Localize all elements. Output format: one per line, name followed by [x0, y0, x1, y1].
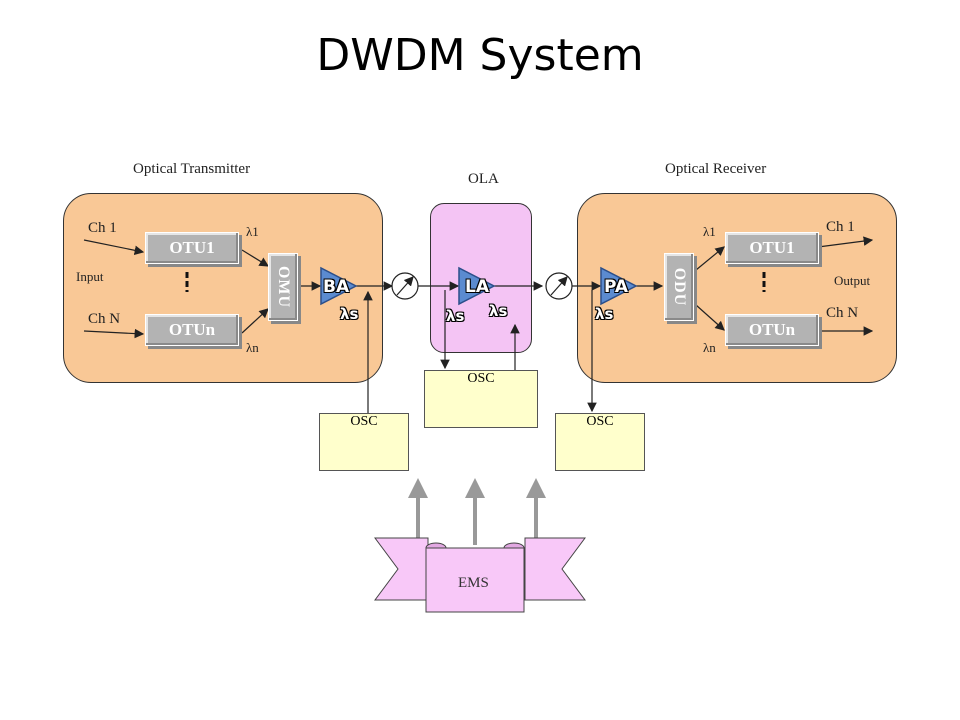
la-amplifier-icon	[458, 266, 496, 306]
tx-otun-block: OTUn	[145, 314, 239, 346]
tx-ch1-label: Ch 1	[88, 220, 117, 236]
otu1-to-omu-arrow	[241, 249, 270, 267]
odu-to-otun-arrow	[695, 304, 725, 331]
la-label: LA	[465, 277, 489, 297]
rx-output-label: Output	[834, 273, 871, 288]
tx-lambdan-label: λn	[246, 340, 259, 355]
ola-lambda-s-right-label: λs	[489, 302, 508, 320]
coupler-right-icon	[545, 272, 573, 300]
osc-middle-box: OSC	[424, 370, 538, 428]
receiver-heading: Optical Receiver	[665, 161, 767, 177]
ems-banner-icon	[374, 537, 586, 613]
page-title: DWDM System	[316, 30, 644, 81]
transmitter-heading: Optical Transmitter	[133, 161, 251, 177]
rx-lambdan-label: λn	[703, 340, 716, 355]
rx-ch1-label: Ch 1	[826, 219, 855, 235]
chn-input-arrow	[83, 328, 145, 339]
rx-otun-block: OTUn	[725, 314, 819, 346]
pa-label: PA	[604, 277, 629, 297]
rx-lambda1-label: λ1	[703, 224, 716, 239]
omu-block: OMU	[268, 253, 298, 321]
rx-lambda-s-label: λs	[595, 305, 614, 323]
ola-lambda-s-left-label: λs	[446, 307, 465, 325]
osc-right-box: OSC	[555, 413, 645, 471]
osc-left-box: OSC	[319, 413, 409, 471]
odu-to-otu1-arrow	[695, 246, 725, 271]
ba-label: BA	[323, 277, 350, 297]
ch1-input-arrow	[83, 239, 145, 256]
otun-to-omu-arrow	[241, 308, 269, 334]
coupler-left-icon	[391, 272, 419, 300]
rx-chn-label: Ch N	[826, 305, 859, 321]
pa-amplifier-icon	[600, 266, 638, 306]
tx-lambda1-label: λ1	[246, 224, 259, 239]
odu-label: ODU	[671, 267, 688, 307]
omu-label: OMU	[275, 265, 292, 309]
rx-otu1-block: OTU1	[725, 232, 819, 264]
ba-amplifier-icon	[320, 266, 358, 306]
ems-label: EMS	[458, 575, 489, 591]
tx-input-label: Input	[76, 269, 104, 284]
tx-otu1-block: OTU1	[145, 232, 239, 264]
ola-heading: OLA	[468, 171, 499, 187]
tx-chn-label: Ch N	[88, 311, 121, 327]
odu-block: ODU	[664, 253, 694, 321]
ch1-output-arrow	[817, 236, 874, 248]
tx-lambda-s-label: λs	[340, 305, 359, 323]
